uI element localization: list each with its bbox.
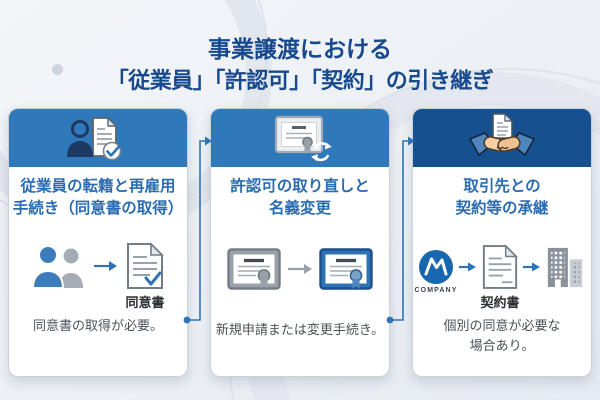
decorative-dot <box>52 64 63 75</box>
certificate-renew-icon <box>274 115 332 162</box>
card-permits-header <box>211 109 389 167</box>
card-employees-caption: 同意書の取得が必要。 <box>33 316 163 336</box>
building-icon <box>547 247 583 288</box>
card-permits-diagram <box>227 248 373 290</box>
card-permits: 許認可の取り直しと 名義変更 <box>210 108 390 377</box>
card-employees-header <box>9 109 187 167</box>
arrow-right-icon <box>288 264 312 274</box>
card-contracts-title: 取引先との 契約等の承継 <box>455 176 548 220</box>
card-employees: 従業員の転籍と再雇用 手続き（同意書の取得） 同意 <box>8 108 188 377</box>
certificate-old-icon <box>227 248 281 290</box>
card-permits-title-line2: 名義変更 <box>268 200 331 217</box>
document-label: 契約書 <box>480 295 520 310</box>
card-employees-title-line2: 手続き（同意書の取得） <box>12 200 184 217</box>
card-contracts-title-line1: 取引先との <box>463 178 541 195</box>
arrow-right-icon <box>459 262 476 272</box>
company-logo: COMPANY <box>415 248 456 294</box>
card-contracts-caption: 個別の同意が必要な 場合あり。 <box>443 316 560 355</box>
card-employees-title-line1: 従業員の転籍と再雇用 <box>20 178 176 195</box>
card-employees-title: 従業員の転籍と再雇用 手続き（同意書の取得） <box>13 176 184 220</box>
handshake-document-icon <box>468 112 536 157</box>
certificate-new-icon <box>319 248 373 290</box>
card-employees-diagram: 同意書 <box>31 242 165 310</box>
employees-icon <box>31 245 83 289</box>
card-permits-title: 許認可の取り直しと 名義変更 <box>230 176 370 220</box>
arrow-right-icon <box>523 262 540 272</box>
card-permits-title-line1: 許認可の取り直しと <box>230 178 370 195</box>
card-contracts-diagram: COMPANY 契約書 <box>415 244 587 310</box>
contract-document: 契約書 <box>481 244 520 310</box>
company-logo-label: COMPANY <box>414 287 458 294</box>
caption-line: 新規申請または変更手続き。 <box>215 322 385 337</box>
consent-document-icon <box>127 242 164 289</box>
page-title: 事業譲渡における 「従業員」「許認可」「契約」の引き継ぎ <box>0 34 600 96</box>
arrow-right-icon <box>94 261 117 271</box>
card-contracts-header <box>413 109 591 167</box>
company-logo-icon <box>419 250 453 284</box>
page-title-line2: 「従業員」「許認可」「契約」の引き継ぎ <box>106 68 494 94</box>
person-document-check-icon <box>67 116 122 161</box>
card-contracts: 取引先との 契約等の承継 COMPANY <box>412 108 592 377</box>
caption-line: 場合あり。 <box>469 337 535 353</box>
document-label: 同意書 <box>125 295 165 310</box>
consent-document: 同意書 <box>125 242 165 310</box>
card-contracts-title-line2: 契約等の承継 <box>455 200 549 217</box>
caption-line: 個別の同意が必要な <box>443 318 561 333</box>
page-title-line1: 事業譲渡における <box>208 36 392 63</box>
caption-line: 同意書の取得が必要。 <box>32 318 163 333</box>
contract-document-icon <box>482 244 518 289</box>
card-permits-caption: 新規申請または変更手続き。 <box>216 320 384 340</box>
